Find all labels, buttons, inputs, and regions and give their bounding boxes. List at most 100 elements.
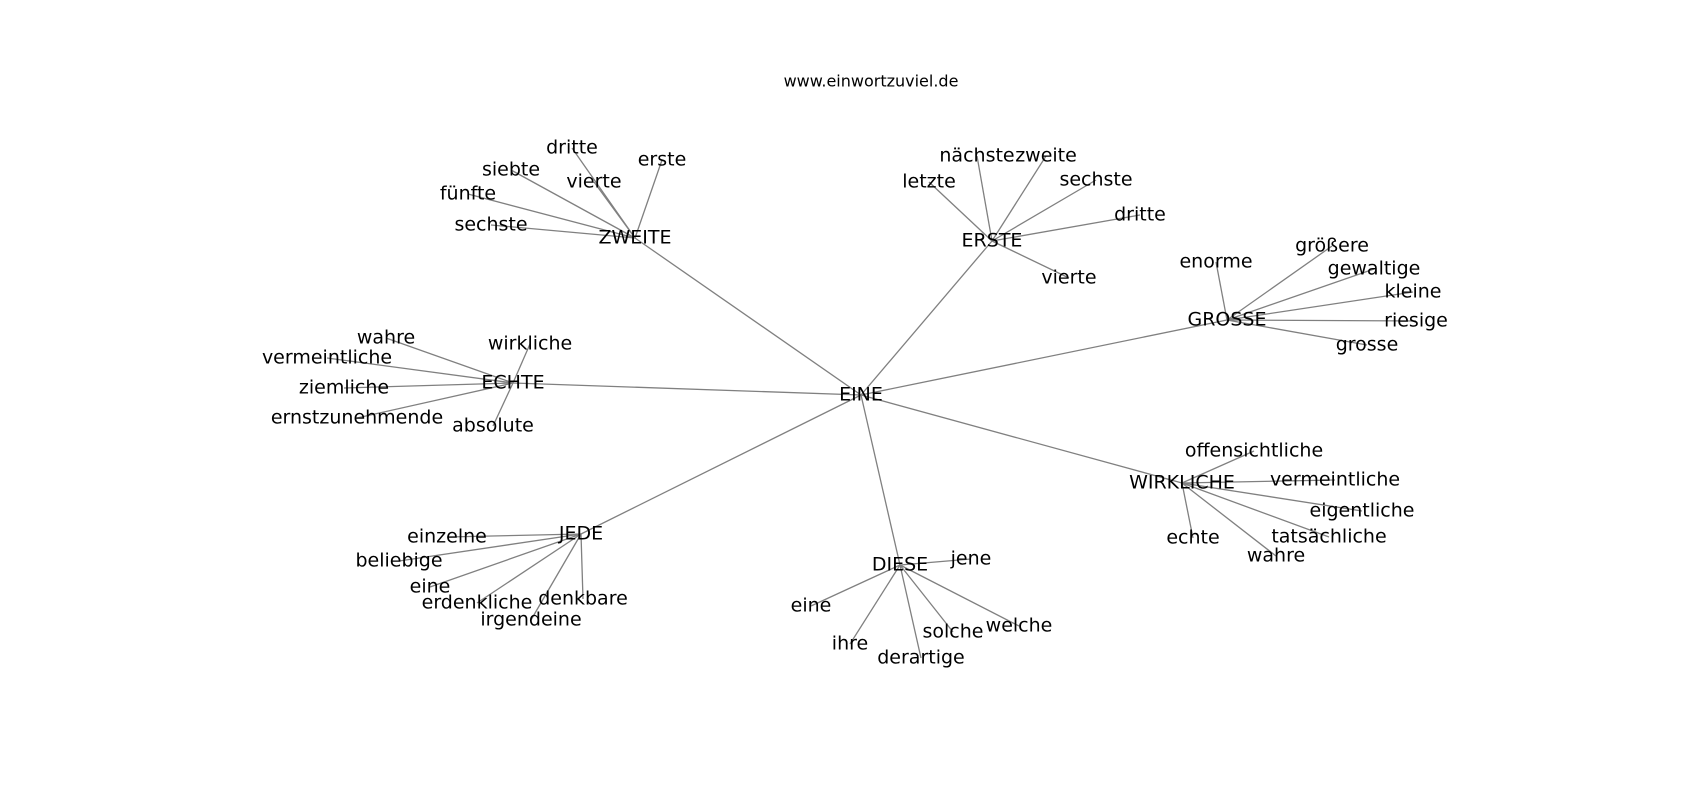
node-leaf-erste-letzte: letzte: [902, 171, 956, 193]
edge-echte-ernstzunehmende: [356, 382, 514, 419]
edge-grosse-gewaltige: [1226, 268, 1375, 321]
edge-jede-einzelne: [446, 533, 582, 538]
edge-wirkliche-echte: [1181, 482, 1194, 539]
node-leaf-echte-ziemliche: ziemliche: [299, 377, 389, 399]
edge-erste-sechste: [991, 179, 1097, 242]
edge-zweite-erste: [634, 159, 663, 239]
node-leaf-wirkliche-wahre: wahre: [1247, 545, 1305, 567]
node-leaf-wirkliche-eigentliche: eigentliche: [1310, 500, 1415, 522]
node-leaf-jede-einzelne: einzelne: [407, 526, 487, 548]
node-leaf-erste-naechste: nächste: [939, 145, 1014, 167]
edge-wirkliche-offensichtliche: [1181, 450, 1255, 484]
edge-wirkliche-vermeintliche: [1181, 479, 1336, 484]
node-leaf-jede-irgendeine: irgendeine: [480, 609, 581, 631]
node-leaf-diese-eine: eine: [791, 595, 832, 617]
node-leaf-jede-erdenkliche: erdenkliche: [422, 592, 533, 614]
node-leaf-echte-wahre: wahre: [357, 327, 415, 349]
site-url-title: www.einwortzuviel.de: [784, 72, 959, 91]
node-leaf-echte-ernstzunehmende: ernstzunehmende: [271, 407, 443, 429]
node-leaf-diese-welche: welche: [986, 615, 1053, 637]
edge-erste-naechste: [976, 155, 993, 242]
edge-root-grosse: [860, 319, 1228, 396]
node-leaf-wirkliche-vermeintliche: vermeintliche: [1270, 469, 1400, 491]
node-leaf-grosse-riesige: riesige: [1384, 310, 1448, 332]
node-leaf-erste-vierte: vierte: [1041, 267, 1096, 289]
edge-wirkliche-eigentliche: [1181, 482, 1363, 512]
node-leaf-grosse-gewaltige: gewaltige: [1328, 258, 1421, 280]
edge-erste-dritte: [991, 214, 1141, 242]
edges-layer: [326, 147, 1417, 659]
edge-zweite-sechste: [490, 224, 636, 239]
node-group-diese: DIESE: [872, 554, 928, 576]
edge-echte-wirkliche: [512, 343, 531, 384]
edge-diese-derartige: [899, 564, 922, 659]
node-leaf-erste-zweite: zweite: [1015, 145, 1077, 167]
node-group-grosse: GROSSE: [1187, 309, 1266, 331]
edge-diese-welche: [899, 564, 1020, 627]
edge-erste-zweite: [991, 155, 1047, 242]
node-group-echte: ECHTE: [481, 372, 544, 394]
node-leaf-zweite-erste: erste: [638, 149, 687, 171]
node-leaf-wirkliche-offensichtliche: offensichtliche: [1185, 440, 1323, 462]
edge-diese-eine: [810, 564, 901, 607]
edge-jede-beliebige: [398, 533, 582, 562]
node-group-erste: ERSTE: [962, 230, 1023, 252]
edge-diese-jene: [899, 558, 972, 566]
edge-diese-solche: [899, 564, 954, 633]
edge-grosse-riesige: [1226, 319, 1417, 322]
node-leaf-diese-jene: jene: [950, 548, 992, 570]
edge-jede-eine: [429, 533, 582, 588]
node-leaf-zweite-siebte: siebte: [482, 159, 540, 181]
edge-root-jede: [580, 394, 862, 535]
labels-layer: EINE ZWEITE dritte erste siebte vierte fünfte s…: [262, 137, 1448, 669]
node-leaf-jede-beliebige: beliebige: [355, 550, 442, 572]
node-leaf-zweite-fuenfte: fünfte: [440, 183, 496, 205]
edge-grosse-grosse: [1226, 319, 1368, 346]
edge-jede-irgendeine: [530, 533, 582, 621]
node-leaf-diese-solche: solche: [923, 621, 984, 643]
node-leaf-grosse-grosse: grosse: [1336, 334, 1399, 356]
node-group-zweite: ZWEITE: [598, 227, 671, 249]
node-leaf-echte-absolute: absolute: [452, 415, 534, 437]
node-leaf-zweite-dritte: dritte: [546, 137, 598, 159]
edge-root-wirkliche: [860, 394, 1183, 484]
node-leaf-grosse-enorme: enorme: [1179, 251, 1252, 273]
edge-diese-ihre: [849, 564, 901, 645]
edge-root-echte: [512, 382, 862, 396]
edge-zweite-vierte: [593, 181, 636, 239]
node-root-eine: EINE: [839, 384, 883, 406]
edge-wirkliche-wahre: [1181, 482, 1277, 557]
node-leaf-zweite-vierte: vierte: [566, 171, 621, 193]
edge-wirkliche-tatsaechliche: [1181, 482, 1330, 538]
node-leaf-jede-denkbare: denkbare: [538, 588, 628, 610]
node-group-jede: JEDE: [558, 523, 603, 545]
node-leaf-diese-derartige: derartige: [877, 647, 965, 669]
edge-zweite-fuenfte: [467, 193, 636, 239]
edge-echte-wahre: [385, 337, 514, 384]
node-leaf-wirkliche-tatsaechliche: tatsächliche: [1271, 526, 1386, 548]
edge-grosse-groessere: [1226, 245, 1333, 321]
node-leaf-grosse-kleine: kleine: [1385, 281, 1442, 303]
edge-erste-vierte: [991, 240, 1070, 279]
edge-zweite-siebte: [510, 169, 636, 239]
node-leaf-grosse-groessere: größere: [1295, 235, 1369, 257]
edge-root-erste: [860, 240, 993, 396]
edge-root-zweite: [634, 237, 862, 396]
edge-echte-absolute: [492, 382, 514, 427]
edge-erste-letzte: [928, 181, 993, 242]
edge-root-diese: [860, 394, 901, 566]
node-leaf-jede-eine: eine: [410, 576, 451, 598]
node-leaf-echte-vermeintliche: vermeintliche: [262, 347, 392, 369]
edge-echte-ziemliche: [343, 382, 514, 389]
edge-echte-vermeintliche: [326, 357, 514, 384]
node-leaf-diese-ihre: ihre: [832, 633, 868, 655]
node-leaf-echte-wirkliche: wirkliche: [488, 333, 572, 355]
node-leaf-erste-sechste: sechste: [1059, 169, 1132, 191]
edge-grosse-enorme: [1215, 261, 1228, 321]
node-leaf-wirkliche-echte: echte: [1166, 527, 1219, 549]
edge-grosse-kleine: [1226, 291, 1414, 321]
edge-jede-erdenkliche: [476, 533, 582, 604]
edge-jede-denkbare: [580, 533, 584, 600]
node-leaf-zweite-sechste: sechste: [454, 214, 527, 236]
